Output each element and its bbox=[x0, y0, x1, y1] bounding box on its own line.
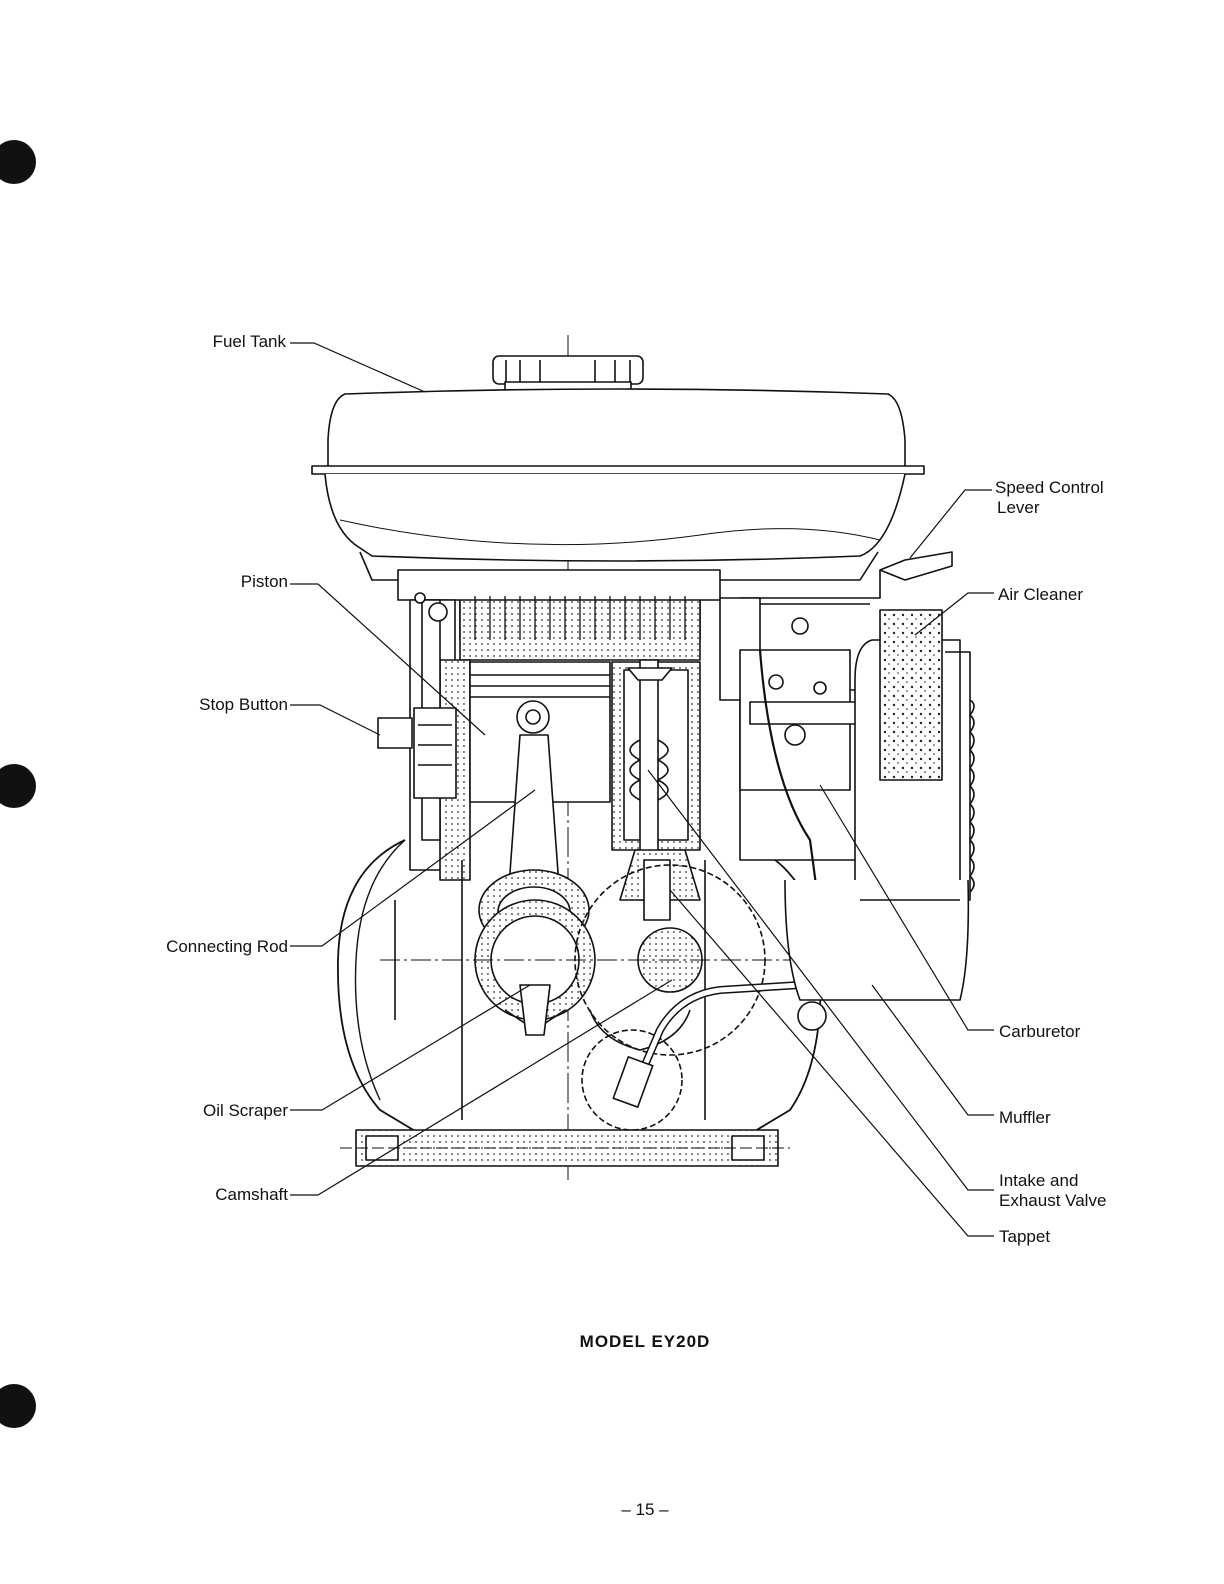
engine-base bbox=[340, 1130, 790, 1166]
label-muffler: Muffler bbox=[999, 1107, 1051, 1128]
label-valve-line1: Intake and bbox=[999, 1170, 1078, 1191]
label-valve-line2: Exhaust Valve bbox=[999, 1190, 1106, 1211]
leader-speed-control bbox=[910, 490, 992, 558]
label-camshaft: Camshaft bbox=[180, 1184, 288, 1205]
breather-pipe bbox=[613, 985, 826, 1107]
speed-control-lever bbox=[740, 552, 952, 604]
label-piston: Piston bbox=[200, 571, 288, 592]
page-number: – 15 – bbox=[0, 1500, 1224, 1520]
fuel-cap bbox=[493, 356, 643, 390]
leader-muffler bbox=[872, 985, 994, 1115]
muffler bbox=[785, 880, 968, 1000]
label-fuel-tank: Fuel Tank bbox=[200, 331, 286, 352]
figure-caption: MODEL EY20D bbox=[0, 1332, 1224, 1352]
stop-button bbox=[378, 708, 456, 798]
air-cleaner bbox=[855, 610, 974, 910]
label-carburetor: Carburetor bbox=[999, 1021, 1080, 1042]
oil-scraper bbox=[520, 985, 550, 1035]
fuel-tank bbox=[312, 389, 924, 580]
label-tappet: Tappet bbox=[999, 1226, 1050, 1247]
leader-fuel-tank bbox=[290, 343, 425, 392]
label-air-cleaner: Air Cleaner bbox=[998, 584, 1083, 605]
label-oil-scraper: Oil Scraper bbox=[160, 1100, 288, 1121]
label-speed-control-line1: Speed Control bbox=[995, 477, 1104, 498]
recoil-starter bbox=[356, 840, 406, 1100]
label-stop-button: Stop Button bbox=[150, 694, 288, 715]
label-connecting-rod: Connecting Rod bbox=[130, 936, 288, 957]
tappet bbox=[620, 850, 700, 920]
leader-stop-button bbox=[290, 705, 380, 735]
label-speed-control-line2: Lever bbox=[997, 497, 1040, 518]
